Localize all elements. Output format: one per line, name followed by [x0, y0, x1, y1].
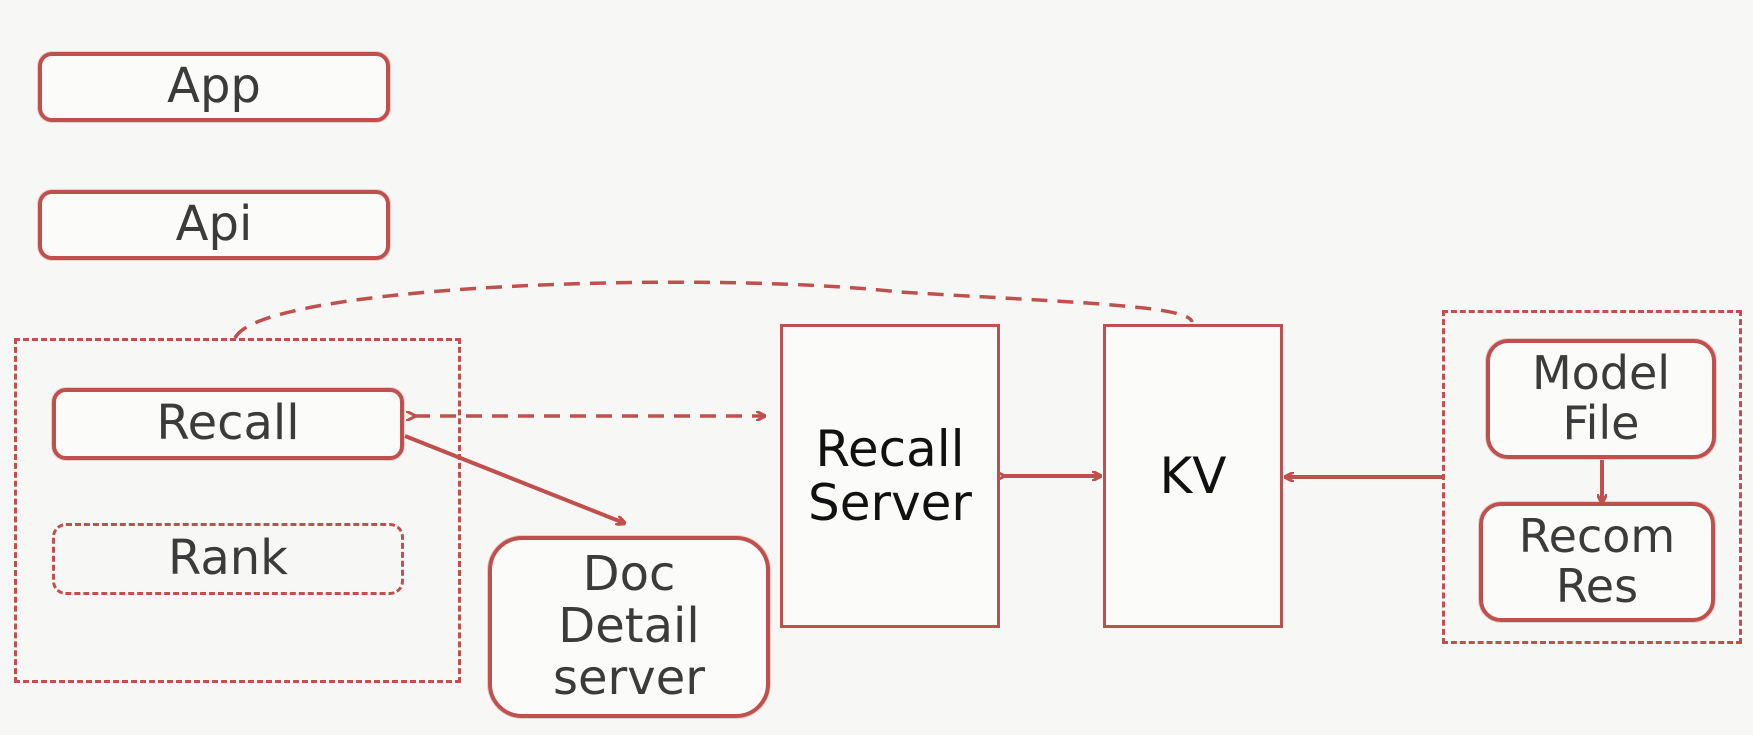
recall-server-node: Recall Server: [780, 324, 1000, 628]
rank-label: Rank: [168, 530, 288, 587]
api-label: Api: [175, 196, 253, 253]
recall-rank-group: [14, 338, 461, 683]
kv-label: KV: [1159, 447, 1227, 505]
doc-detail-label-line1: Doc: [582, 546, 676, 603]
doc-detail-server-node: Doc Detail server: [488, 536, 770, 718]
recom-res-label-line2: Res: [1555, 559, 1639, 613]
app-node: App: [38, 52, 390, 122]
recall-server-label-line1: Recall: [815, 420, 965, 478]
kv-node: KV: [1103, 324, 1283, 628]
recom-res-node: Recom Res: [1479, 502, 1715, 622]
model-group: [1442, 310, 1742, 644]
doc-detail-label-line3: server: [553, 649, 705, 706]
recall-server-label-line2: Server: [808, 474, 972, 532]
doc-detail-label-line2: Detail: [558, 598, 700, 655]
model-file-label-line2: File: [1562, 396, 1640, 450]
recom-res-label-line1: Recom: [1518, 509, 1676, 564]
recall-to-doc-arrow: [404, 434, 624, 523]
rank-node: Rank: [52, 523, 404, 595]
model-file-label-line1: Model: [1531, 346, 1671, 401]
app-label: App: [167, 58, 261, 115]
recall-node: Recall: [52, 388, 404, 460]
api-node: Api: [38, 190, 390, 260]
recall-label: Recall: [156, 395, 300, 452]
dashed-arc-connector: [233, 280, 1194, 339]
model-file-node: Model File: [1486, 339, 1716, 459]
